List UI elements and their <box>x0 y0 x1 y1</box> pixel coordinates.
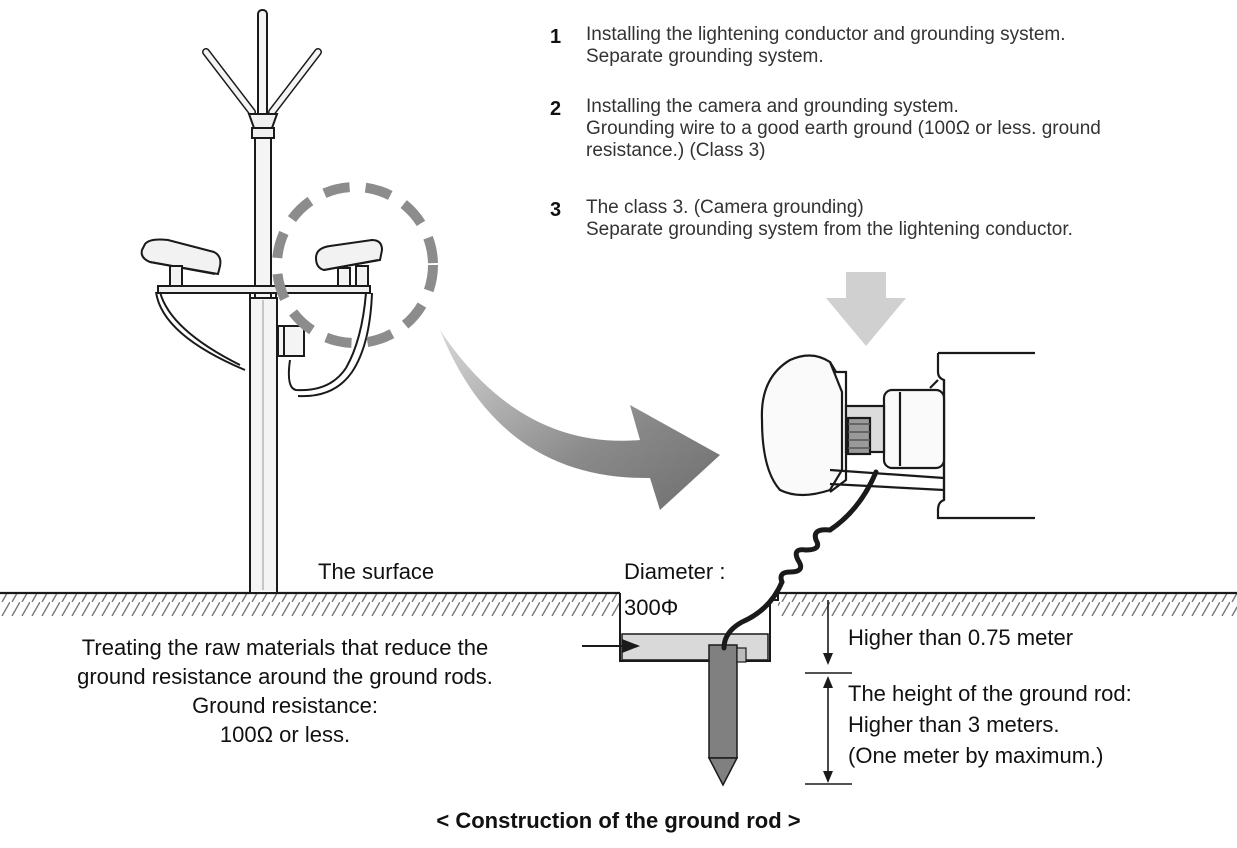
step-line: Grounding wire to a good earth ground (1… <box>586 118 1101 139</box>
diameter-value: 300Φ <box>624 595 679 620</box>
step-line: The class 3. (Camera grounding) <box>586 197 864 218</box>
highlight-circle <box>272 182 438 348</box>
camera-closeup <box>760 351 1035 520</box>
treating-line: Treating the raw materials that reduce t… <box>81 635 489 660</box>
step-line: Installing the lightening conductor and … <box>586 24 1066 45</box>
step-number: 2 <box>550 98 562 120</box>
lightning-pole <box>157 9 371 594</box>
step-line: Installing the camera and grounding syst… <box>586 96 959 117</box>
figure-caption: < Construction of the ground rod > <box>436 808 801 833</box>
ground-rod <box>707 644 747 787</box>
step-2: 2 Installing the camera and grounding sy… <box>550 96 1230 162</box>
treating-note: Treating the raw materials that reduce t… <box>10 633 560 749</box>
material-pointer-arrow <box>582 639 640 653</box>
treating-line: ground resistance around the ground rods… <box>77 664 493 689</box>
curved-arrow <box>440 330 720 510</box>
step-number: 3 <box>550 199 562 221</box>
right-camera <box>287 238 384 398</box>
step-number: 1 <box>550 26 562 48</box>
ground-hatch-left <box>0 594 620 616</box>
step-line: Separate grounding system from the light… <box>586 219 1073 240</box>
step-1: 1 Installing the lightening conductor an… <box>550 24 1230 68</box>
down-arrow <box>826 272 906 346</box>
ground-hatch-right <box>778 594 1237 616</box>
rod-line: Higher than 3 meters. <box>848 712 1060 737</box>
rod-height-note: The height of the ground rod: Higher tha… <box>848 678 1132 771</box>
treating-line: 100Ω or less. <box>219 722 351 747</box>
diameter-title: Diameter : <box>624 559 726 584</box>
rod-line: (One meter by maximum.) <box>848 743 1104 768</box>
ground <box>0 591 1237 616</box>
dimension-markers <box>805 600 852 785</box>
surface-label: The surface <box>318 559 435 584</box>
step-3: 3 The class 3. (Camera grounding) Separa… <box>550 197 1230 241</box>
grounding-wire <box>721 469 879 651</box>
depth-label: Higher than 0.75 meter <box>848 625 1074 650</box>
treating-line: Ground resistance: <box>192 693 378 718</box>
rod-line: The height of the ground rod: <box>848 681 1132 706</box>
left-camera <box>140 238 246 371</box>
step-line: Separate grounding system. <box>586 46 824 67</box>
step-line: resistance.) (Class 3) <box>586 140 766 161</box>
